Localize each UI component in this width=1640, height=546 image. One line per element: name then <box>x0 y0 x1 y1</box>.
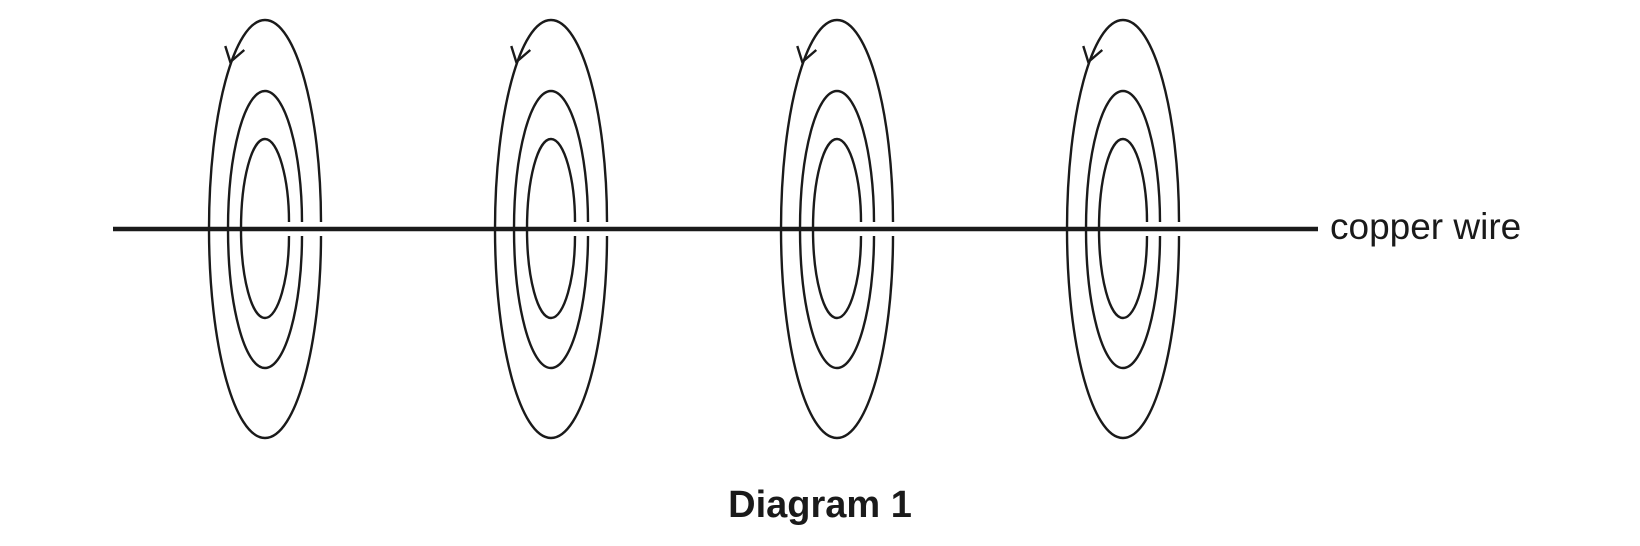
field-direction-arrow-icon <box>796 45 818 65</box>
field-direction-arrow-icon <box>1082 45 1104 65</box>
diagram-title: Diagram 1 <box>728 484 912 526</box>
copper-wire-label: copper wire <box>1330 206 1522 247</box>
field-direction-arrow-icon <box>224 45 246 65</box>
field-direction-arrow-icon <box>510 45 532 65</box>
